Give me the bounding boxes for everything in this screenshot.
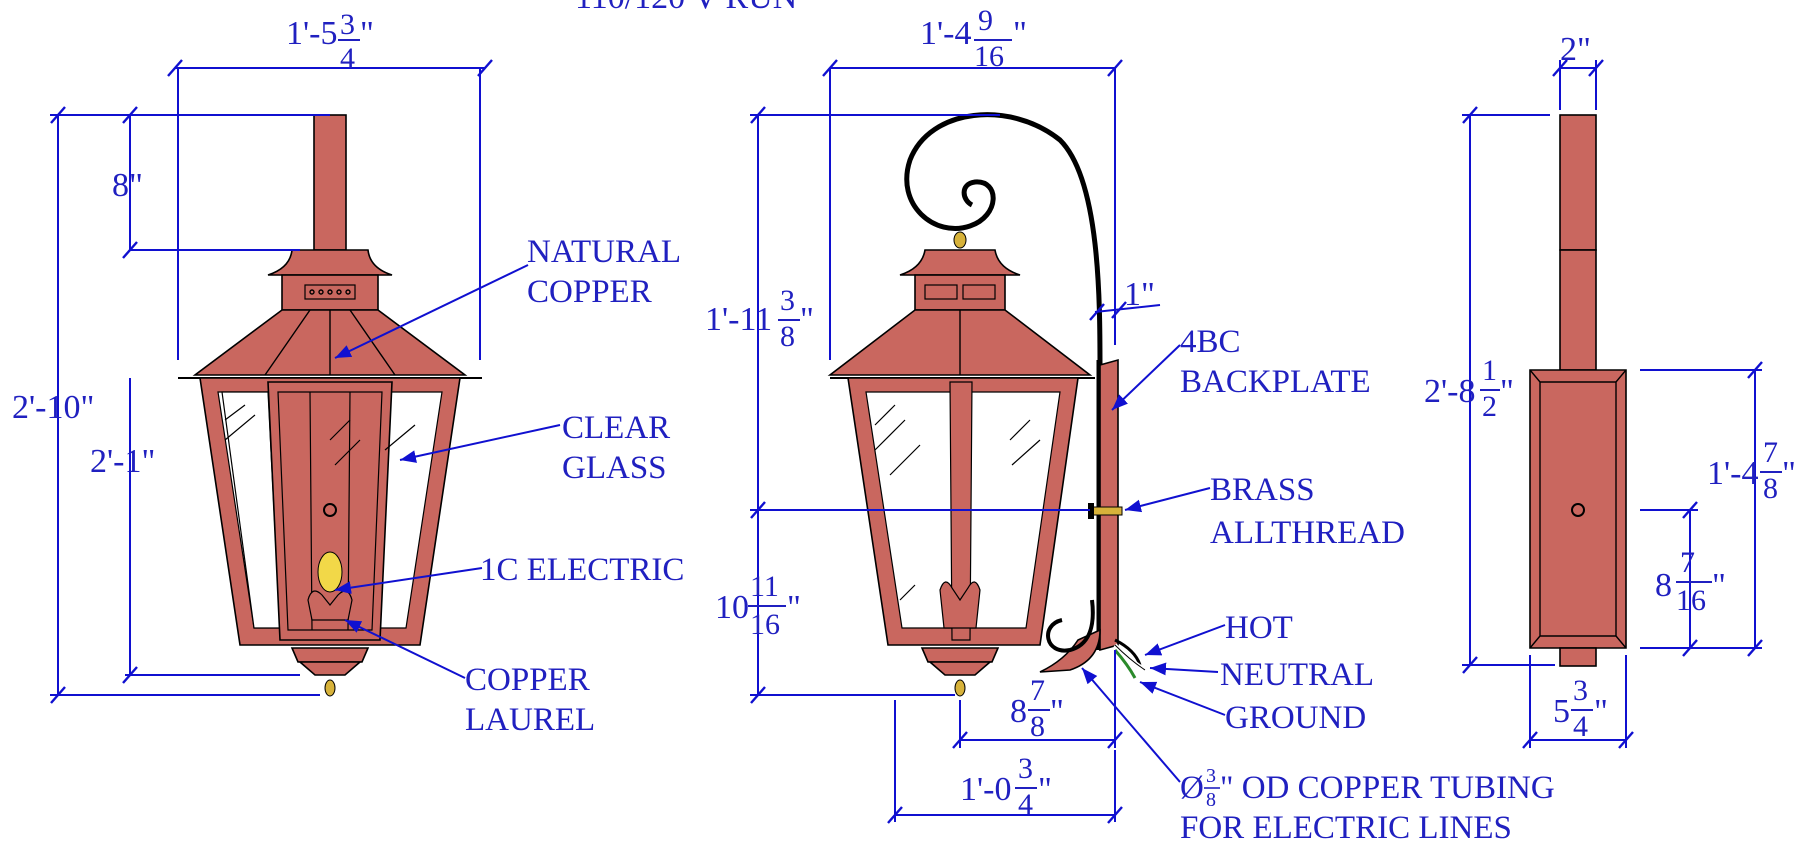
svg-text:2'-10": 2'-10" (12, 389, 94, 426)
svg-text:": " (1013, 15, 1027, 52)
side-view (827, 112, 1147, 697)
svg-text:3: 3 (780, 284, 795, 317)
svg-text:8: 8 (1763, 472, 1778, 505)
svg-text:16: 16 (750, 608, 780, 641)
svg-text:10: 10 (715, 589, 749, 626)
svg-text:": " (800, 301, 814, 338)
front-callouts: NATURAL COPPER CLEAR GLASS 1C ELECTRIC C… (334, 234, 684, 738)
svg-text:": " (1500, 373, 1514, 410)
svg-text:8: 8 (1655, 567, 1672, 604)
svg-text:9: 9 (978, 4, 993, 37)
svg-text:8: 8 (1206, 789, 1216, 811)
front-dimensions: 1'-5 3 4 " 8" 2'-10" 2'-1" (12, 8, 493, 704)
svg-text:7: 7 (1680, 546, 1695, 579)
svg-text:": " (787, 589, 801, 626)
svg-text:FOR ELECTRIC LINES: FOR ELECTRIC LINES (1180, 810, 1512, 843)
back-view (1529, 114, 1627, 667)
svg-text:": " (1712, 567, 1726, 604)
svg-text:4: 4 (1018, 788, 1033, 821)
back-dimensions: 2" 2'-8 1 2 " 1'-4 7 8 " 8 7 16 " (1424, 31, 1796, 749)
svg-text:5: 5 (1553, 693, 1570, 730)
svg-text:LAUREL: LAUREL (465, 702, 595, 738)
svg-text:3: 3 (340, 8, 355, 41)
svg-text:8: 8 (780, 320, 795, 353)
svg-text:COPPER: COPPER (527, 274, 652, 310)
front-view (178, 114, 482, 697)
svg-text:16: 16 (1676, 584, 1706, 617)
svg-text:7: 7 (1030, 674, 1045, 707)
svg-text:": " (1594, 693, 1608, 730)
svg-text:1'-5: 1'-5 (286, 15, 337, 52)
svg-text:7: 7 (1763, 436, 1778, 469)
callout-copper-tubing: Ø 3 8 " OD COPPER TUBING FOR ELECTRIC LI… (1180, 765, 1555, 843)
svg-text:1'-4: 1'-4 (1707, 455, 1758, 492)
svg-text:": " (1038, 771, 1052, 808)
svg-text:16: 16 (974, 40, 1004, 73)
callout-backplate: 4BC (1180, 324, 1241, 360)
svg-text:2: 2 (1482, 390, 1497, 423)
svg-text:ALLTHREAD: ALLTHREAD (1210, 515, 1405, 551)
svg-text:" OD COPPER TUBING: " OD COPPER TUBING (1220, 770, 1555, 806)
svg-text:3: 3 (1573, 674, 1588, 707)
svg-text:8: 8 (1030, 710, 1045, 743)
svg-text:11: 11 (750, 570, 779, 603)
svg-text:2": 2" (1560, 31, 1591, 68)
callout-brass-allthread: BRASS (1210, 472, 1315, 508)
svg-text:8": 8" (112, 167, 143, 204)
svg-text:3: 3 (1018, 752, 1033, 785)
svg-text:": " (1050, 693, 1064, 730)
callout-electric: 1C ELECTRIC (480, 552, 684, 588)
callout-natural-copper: NATURAL (527, 234, 681, 270)
svg-text:1'-4: 1'-4 (920, 15, 971, 52)
side-dimensions: 1'-4 9 16 " 1'-11 3 8 " 10 11 16 " 1" 8 … (705, 4, 1161, 824)
svg-text:": " (360, 15, 374, 52)
callout-hot: HOT (1225, 610, 1293, 646)
svg-text:4: 4 (340, 42, 355, 75)
side-callouts: 4BC BACKPLATE BRASS ALLTHREAD HOT NEUTRA… (1081, 324, 1555, 843)
svg-text:3: 3 (1206, 765, 1216, 787)
callout-ground: GROUND (1225, 700, 1366, 736)
svg-text:1": 1" (1124, 276, 1155, 313)
svg-text:Ø: Ø (1180, 770, 1204, 806)
callout-clear-glass: CLEAR (562, 410, 670, 446)
svg-text:8: 8 (1010, 693, 1027, 730)
top-note: 110/120 V RUN (575, 0, 797, 16)
svg-text:1'-0: 1'-0 (960, 771, 1011, 808)
svg-text:4: 4 (1573, 710, 1588, 743)
svg-text:2'-1": 2'-1" (90, 443, 155, 480)
svg-text:BACKPLATE: BACKPLATE (1180, 364, 1371, 400)
svg-text:2'-8: 2'-8 (1424, 373, 1475, 410)
callout-copper-laurel: COPPER (465, 662, 590, 698)
svg-text:": " (1782, 455, 1796, 492)
svg-text:1: 1 (1482, 354, 1497, 387)
callout-neutral: NEUTRAL (1220, 657, 1374, 693)
svg-text:GLASS: GLASS (562, 450, 667, 486)
svg-text:1'-11: 1'-11 (705, 301, 772, 338)
